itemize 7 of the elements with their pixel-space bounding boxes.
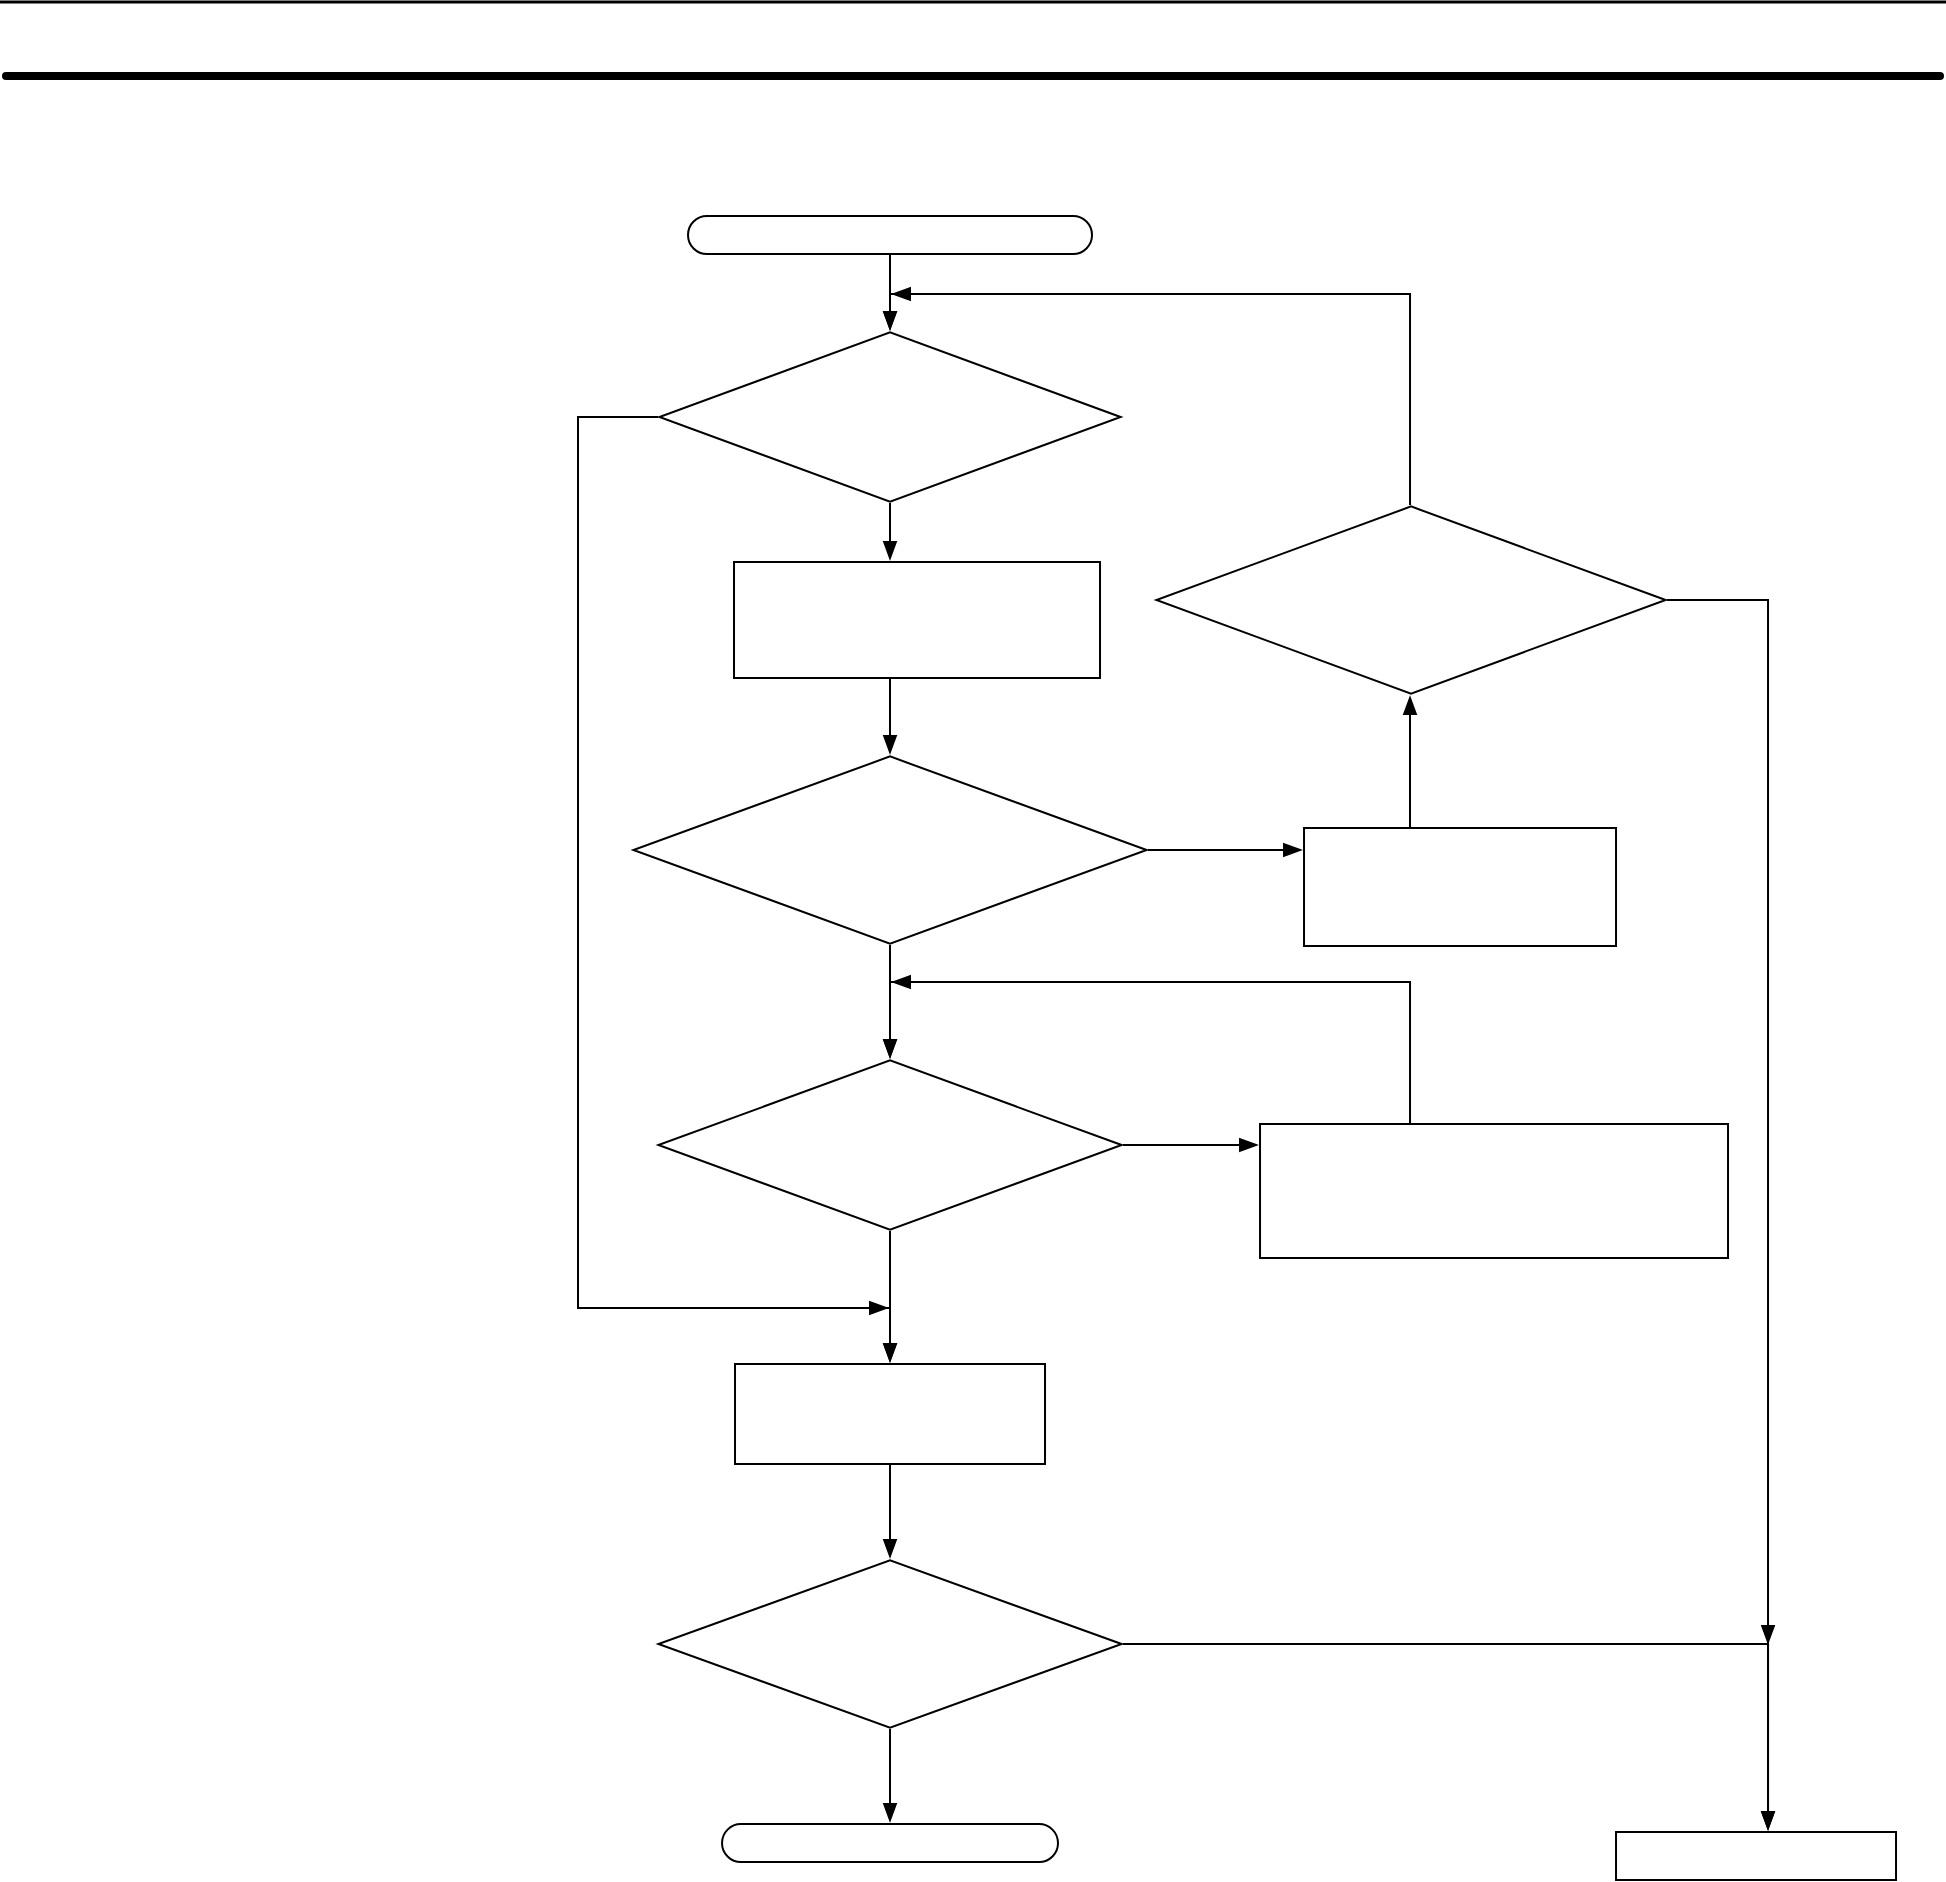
process-box (734, 1363, 1046, 1465)
process-box (733, 561, 1101, 679)
process-box (1615, 1831, 1898, 1881)
terminal-box (687, 215, 1093, 255)
terminal-box (721, 1823, 1059, 1864)
process-box (1259, 1123, 1730, 1259)
process-box (1303, 827, 1618, 947)
